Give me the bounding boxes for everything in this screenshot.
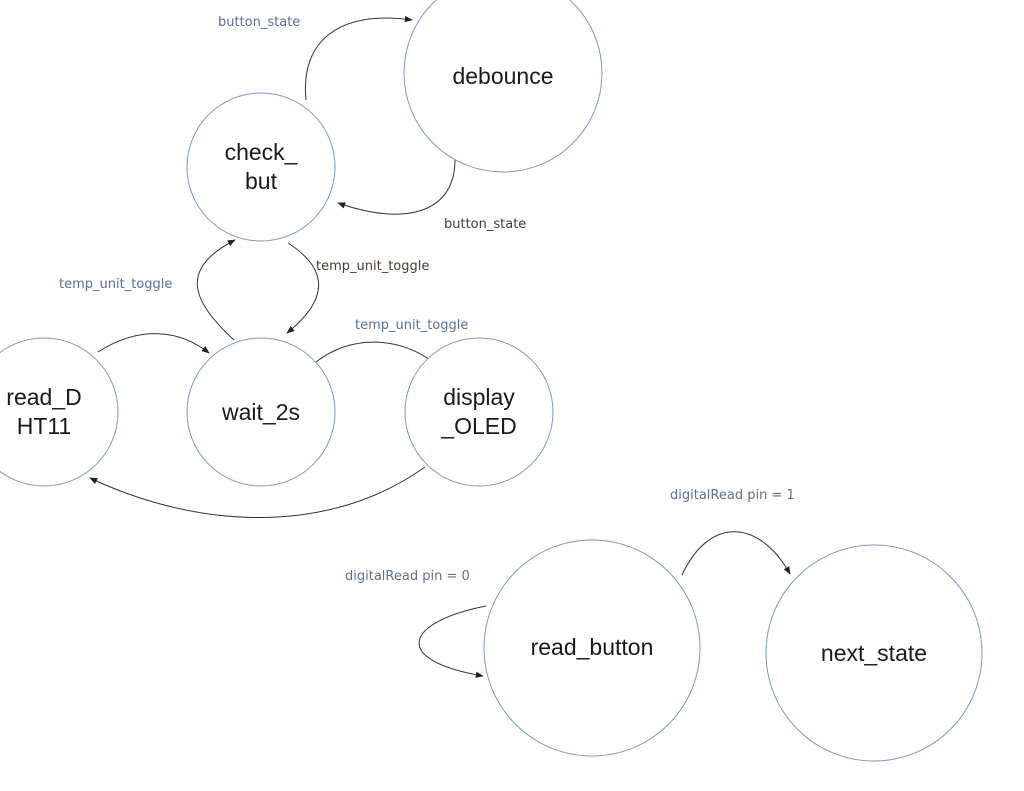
state-debounce-label: debounce — [452, 63, 553, 89]
state-check-but-label-line1: check_ — [225, 139, 299, 165]
state-wait-2s: wait_2s — [186, 337, 336, 487]
label-wait-to-check: temp_unit_toggle — [59, 277, 172, 292]
label-debounce-to-check: button_state — [444, 217, 526, 232]
state-debounce: debounce — [403, 0, 603, 173]
edge-wait-to-display — [315, 341, 438, 366]
state-read-dht11-label-line1: read_D — [6, 384, 81, 410]
edge-read-button-self-loop — [418, 605, 487, 678]
state-read-dht11-label-line2: HT11 — [17, 413, 72, 439]
state-display-oled-label-line2: _OLED — [440, 413, 516, 439]
state-check-but-label-line2: but — [245, 168, 278, 194]
edge-check-to-debounce — [304, 15, 413, 101]
state-wait-2s-label: wait_2s — [221, 399, 300, 425]
label-check-to-wait: temp_unit_toggle — [316, 259, 429, 274]
state-read-button: read_button — [483, 539, 701, 757]
label-wait-to-display: temp_unit_toggle — [355, 318, 468, 333]
state-display-oled: display _OLED — [404, 337, 554, 487]
edge-check-to-wait — [286, 242, 320, 334]
edge-wait-to-check — [196, 239, 236, 341]
state-check-but: check_ but — [186, 92, 336, 242]
label-read-button-self: digitalRead pin = 0 — [345, 569, 470, 584]
edge-display-to-dht11 — [89, 466, 426, 518]
state-read-dht11: read_D HT11 — [0, 337, 119, 487]
label-check-to-debounce: button_state — [218, 15, 300, 30]
edge-read-button-to-next-state — [681, 531, 791, 576]
label-read-button-to-next: digitalRead pin = 1 — [670, 488, 795, 503]
state-next-state-label: next_state — [821, 640, 927, 666]
edge-dht11-to-wait — [97, 333, 210, 354]
state-display-oled-label-line1: display — [443, 384, 515, 410]
state-next-state: next_state — [765, 544, 983, 762]
edge-debounce-to-check — [337, 159, 456, 215]
state-read-button-label: read_button — [531, 634, 654, 660]
